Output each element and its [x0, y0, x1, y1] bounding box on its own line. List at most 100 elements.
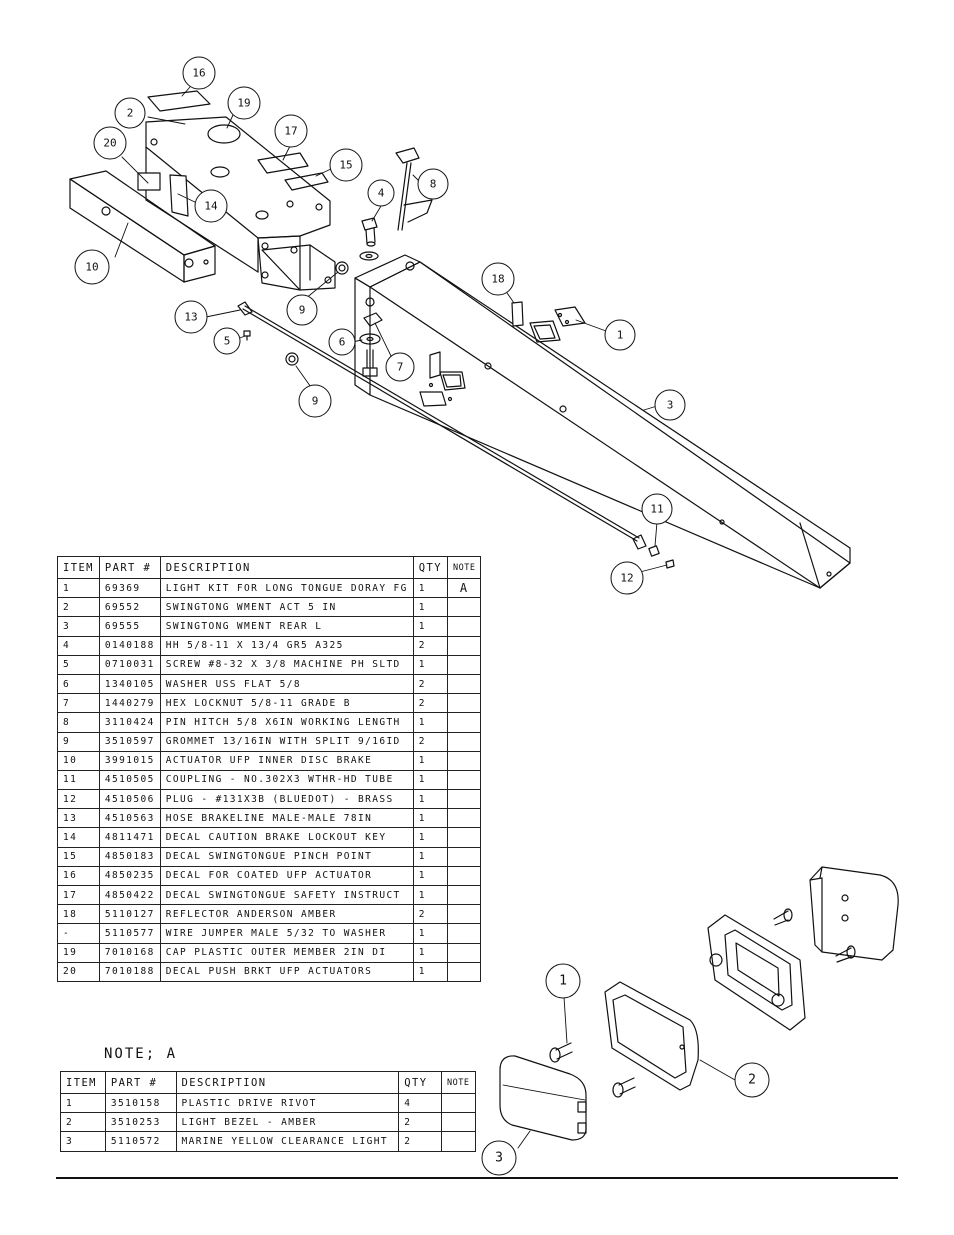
- cell-description: WASHER USS FLAT 5/8: [159, 673, 414, 695]
- clearance-light-rear-plate: [809, 866, 899, 961]
- cell-item: 14: [57, 827, 100, 848]
- light-balloon-2: 2: [748, 1073, 756, 1088]
- cell-description: HEX LOCKNUT 5/8-11 GRADE B: [159, 693, 414, 714]
- washer-6-upper-hole: [365, 253, 373, 259]
- cell-qty: 1: [412, 942, 448, 963]
- cell-note: [446, 923, 482, 944]
- cell-description: CAP PLASTIC OUTER MEMBER 2IN DI: [159, 942, 414, 963]
- cell-qty: 2: [398, 1112, 442, 1133]
- cell-qty: 1: [412, 923, 448, 944]
- cell-item: 5: [57, 654, 100, 675]
- screw-5: [243, 330, 251, 341]
- cell-note: [446, 712, 482, 733]
- cell-qty: 2: [398, 1131, 442, 1152]
- balloon-6: 6: [339, 336, 346, 349]
- cell-item: 12: [57, 789, 100, 810]
- col-header-part: PART #: [104, 1071, 177, 1094]
- cell-qty: 1: [412, 750, 448, 771]
- leader-lines-light: [517, 996, 736, 1149]
- balloon-20: 20: [103, 137, 116, 150]
- cell-note: [446, 942, 482, 963]
- cell-part-number: 5110127: [98, 904, 161, 925]
- rivet-lower-right: [835, 945, 856, 963]
- balloon-5: 5: [224, 335, 231, 348]
- cell-qty: 2: [412, 904, 448, 925]
- cell-description: REFLECTOR ANDERSON AMBER: [159, 904, 414, 925]
- cell-part-number: 3510158: [104, 1092, 177, 1114]
- cell-part-number: 3510253: [104, 1112, 177, 1133]
- coupling-11: [648, 545, 660, 557]
- cell-description: SWINGTONG WMENT REAR L: [159, 616, 414, 637]
- col-header-description: DESCRIPTION: [175, 1071, 400, 1094]
- cell-description: GROMMET 13/16IN WITH SPLIT 9/16ID: [159, 731, 414, 752]
- cell-item: 2: [57, 597, 100, 618]
- cell-qty: 1: [412, 616, 448, 637]
- cell-note: [446, 693, 482, 714]
- brake-hose-13: [237, 301, 647, 550]
- cell-qty: 1: [412, 654, 448, 675]
- cell-qty: 1: [412, 597, 448, 618]
- cell-item: 3: [60, 1131, 106, 1152]
- balloon-12: 12: [620, 572, 633, 585]
- balloon-1: 1: [617, 329, 624, 342]
- light-balloon-1: 1: [559, 974, 567, 989]
- cell-description: LIGHT KIT FOR LONG TONGUE DORAY FG: [159, 577, 414, 599]
- cell-item: 17: [57, 884, 100, 906]
- grommet-9-lower: [285, 352, 299, 366]
- cell-qty: 4: [398, 1092, 442, 1114]
- cell-qty: 1: [412, 577, 448, 599]
- cell-description: SWINGTONG WMENT ACT 5 IN: [159, 597, 414, 618]
- cell-item: 13: [57, 808, 100, 829]
- balloon-4: 4: [378, 187, 385, 200]
- cell-part-number: 4510505: [98, 769, 161, 791]
- cell-note: [446, 750, 482, 771]
- cell-part-number: 5110572: [104, 1131, 177, 1152]
- cell-note: [446, 789, 482, 810]
- balloon-10: 10: [85, 261, 98, 274]
- reflector-18: [511, 301, 524, 327]
- actuator-inner-10: [69, 170, 216, 283]
- cell-part-number: 4510506: [98, 789, 161, 810]
- cell-qty: 1: [412, 827, 448, 848]
- cell-qty: 1: [412, 712, 448, 733]
- cell-qty: 1: [412, 884, 448, 906]
- cell-note: [446, 808, 482, 829]
- cell-note: [440, 1131, 477, 1152]
- bolt-lower: [362, 349, 378, 377]
- balloon-19: 19: [237, 97, 250, 110]
- balloon-8: 8: [430, 178, 437, 191]
- cell-note: [446, 865, 482, 887]
- cell-description: PIN HITCH 5/8 X6IN WORKING LENGTH: [159, 712, 414, 733]
- cell-item: 10: [57, 750, 100, 771]
- light-kit-1: [529, 306, 586, 343]
- cell-item: 16: [57, 865, 100, 887]
- cell-part-number: 69555: [98, 616, 161, 637]
- cell-note: [446, 597, 482, 618]
- balloon-13: 13: [184, 311, 197, 324]
- cell-item: 7: [57, 693, 100, 714]
- clearance-light-lens-3: [499, 1055, 587, 1141]
- cell-qty: 2: [412, 673, 448, 695]
- decal-16: [147, 90, 211, 112]
- decal-20: [137, 172, 161, 191]
- cell-description: DECAL SWINGTONGUE PINCH POINT: [159, 846, 414, 867]
- rear-tongue-member-3: [354, 254, 851, 589]
- decal-15: [284, 172, 329, 191]
- cell-item: 18: [57, 904, 100, 925]
- cell-qty: 1: [412, 789, 448, 810]
- cell-note: [446, 884, 482, 906]
- cell-qty: 1: [412, 961, 448, 982]
- cell-item: 8: [57, 712, 100, 733]
